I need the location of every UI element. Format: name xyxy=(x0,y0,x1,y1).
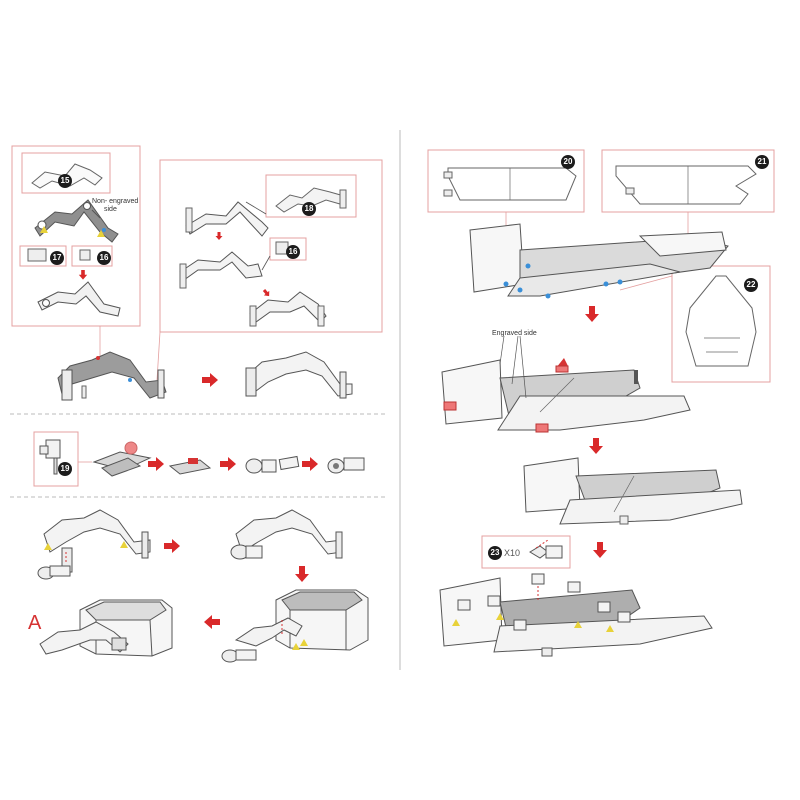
non-engraved-label-line1: Non- engraved xyxy=(92,198,139,205)
tray-assembly-step-2 xyxy=(441,335,691,433)
arm-with-coupler-left xyxy=(37,509,151,580)
tray-assembly-step-3 xyxy=(523,457,743,525)
part-20-panel xyxy=(427,149,585,226)
engraved-side-label: Engraved side xyxy=(492,330,537,337)
step-panel-parts-15-17 xyxy=(11,145,141,327)
arm-with-coupler-right xyxy=(230,509,343,560)
part-21-panel xyxy=(601,149,775,238)
part-number-badge-15: 15 xyxy=(58,174,72,188)
part-number-badge-19: 19 xyxy=(58,462,72,476)
part-number-badge-20: 20 xyxy=(561,155,575,169)
part-number-badge-16-second: 16 xyxy=(286,245,300,259)
part-number-badge-18: 18 xyxy=(302,202,316,216)
part-number-badge-21: 21 xyxy=(755,155,769,169)
cart-with-arm-left xyxy=(39,599,173,657)
part-number-badge-23: 23 xyxy=(488,546,502,560)
coupler-assembly-steps xyxy=(92,441,365,477)
tray-assembly-step-1 xyxy=(469,223,729,299)
assembled-arm-left xyxy=(57,351,167,401)
cart-with-arm-right xyxy=(221,589,369,663)
non-engraved-label-line2: side xyxy=(104,206,117,213)
part-22-panel xyxy=(619,265,771,383)
part-number-badge-22: 22 xyxy=(744,278,758,292)
tray-assembly-step-4 xyxy=(439,573,713,657)
step-panel-part-19 xyxy=(33,431,92,487)
part-number-badge-16: 16 xyxy=(97,251,111,265)
quantity-label: X10 xyxy=(504,548,521,558)
step-panel-parts-18-16 xyxy=(159,159,383,333)
section-letter-a: A xyxy=(28,612,42,634)
assembled-arm-right xyxy=(245,351,353,399)
part-number-badge-17: 17 xyxy=(50,251,64,265)
